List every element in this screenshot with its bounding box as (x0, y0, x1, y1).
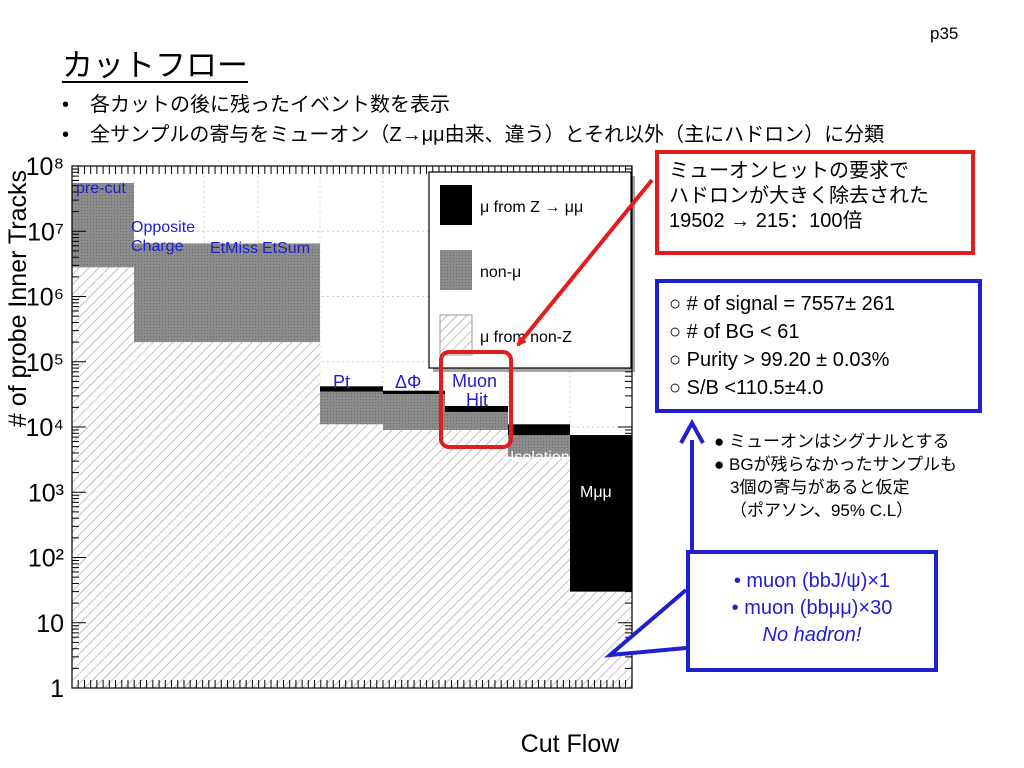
legend-swatch (440, 185, 472, 225)
result-sb: ○ S/B <110.5±4.0 (669, 377, 824, 399)
bullet-text: 全サンプルの寄与をミューオン（Z→μμ由来、違う）とそれ以外（主にハドロン）に分… (90, 124, 885, 146)
y-tick-label: 10² (28, 545, 64, 573)
annotation-layer (439, 178, 705, 658)
bar-segment-gray (508, 435, 570, 457)
bar-segment-gray (134, 243, 204, 343)
y-tick-label: 10⁵ (26, 349, 64, 377)
note-line: ● ミューオンはシグナルとする (714, 432, 950, 451)
y-tick-label: 10⁶ (26, 284, 64, 312)
bar-segment-hatch (383, 429, 445, 688)
y-tick-label: 1 (50, 675, 64, 703)
category-label: ΔΦ (395, 372, 421, 392)
category-label: Pt (333, 372, 350, 392)
legend-swatch (439, 314, 473, 356)
category-label: EtMiss (210, 240, 258, 257)
page-number: p35 (930, 24, 959, 43)
bar-segment-gray (72, 183, 134, 268)
category-label: Hit (466, 390, 488, 410)
y-tick-label: 10⁴ (25, 414, 64, 442)
legend-entry: μ from Z → μμ (480, 199, 583, 216)
results-box: ○ # of signal = 7557± 261 ○ # of BG < 61… (655, 279, 982, 413)
note-line: ● BGが残らなかったサンプルも (714, 455, 958, 474)
blue-arrow-head (679, 418, 705, 444)
hadron-removal-callout: ミューオンヒットの要求で ハドロンが大きく除去された 19502 → 215：1… (655, 150, 975, 255)
plot-area: 1 10 10² 10³ 10⁴ 10⁵ 10⁶ 10⁷ 10⁸ Cut Flow # of pro… (4, 153, 635, 758)
bar-segment-black (570, 435, 632, 592)
category-label: Isolation (510, 449, 570, 466)
callout-line: ハドロンが大きく除去された (669, 185, 929, 207)
category-label: Muon (452, 371, 497, 391)
bullet-marker: • (62, 94, 70, 116)
bar-segment-black (445, 405, 508, 412)
note-line: 3個の寄与があると仮定 (730, 478, 910, 497)
bar-segment-hatch (204, 342, 258, 688)
callout-arrow (516, 178, 654, 347)
y-axis-label: # of probe Inner Tracks (4, 170, 32, 427)
bg-assumption-box: • muon (bbJ/ψ)×1 • muon (bbμμ)×30 No had… (686, 550, 938, 672)
bar-segment-hatch (134, 342, 204, 688)
bar-segment-gray (204, 243, 258, 343)
no-hadron-note: No hadron! (762, 624, 862, 646)
bar-segment-black (383, 390, 445, 395)
category-label: EtSum (262, 240, 310, 257)
bullet-item: • 各カットの後に残ったイベント数を表示 (62, 88, 450, 117)
assumption-pointer (603, 588, 688, 658)
bar-segment-gray (258, 243, 320, 343)
bar-segment-hatch (508, 456, 570, 688)
y-tick-label: 10⁷ (27, 218, 64, 246)
bar-segment-hatch (320, 424, 383, 688)
category-label: Opposite (131, 219, 195, 236)
result-bg: ○ # of BG < 61 (669, 321, 800, 343)
legend-entry: non-μ (480, 264, 521, 281)
bullet-marker: • (62, 124, 70, 146)
x-axis-label: Cut Flow (521, 730, 621, 758)
bullet-item: • 全サンプルの寄与をミューオン（Z→μμ由来、違う）とそれ以外（主にハドロン）に… (62, 118, 884, 147)
bar-segment-gray (320, 391, 383, 425)
assumption-line: • muon (bbμμ)×30 (731, 597, 893, 619)
bullet-text: 各カットの後に残ったイベント数を表示 (90, 94, 450, 116)
assumption-notes: ● ミューオンはシグナルとする ● BGが残らなかったサンプルも 3個の寄与があ… (714, 430, 957, 522)
callout-line: 19502 → 215：100倍 (669, 210, 863, 232)
assumption-line: • muon (bbJ/ψ)×1 (733, 570, 891, 592)
result-purity: ○ Purity > 99.20 ± 0.03% (669, 349, 890, 371)
bar-segment-hatch (72, 267, 134, 688)
note-line: （ポアソン、95% C.L） (730, 501, 914, 520)
bar-segment-hatch (445, 429, 508, 688)
legend-swatch (440, 250, 472, 290)
bar-segment-black (320, 386, 383, 392)
callout-line: ミューオンヒットの要求で (669, 160, 909, 182)
category-label: Charge (131, 238, 184, 255)
y-tick-label: 10 (36, 610, 64, 638)
result-signal: ○ # of signal = 7557± 261 (669, 293, 895, 315)
y-tick-label: 10³ (28, 479, 64, 507)
category-label: Mμμ (580, 484, 612, 501)
bar-segment-hatch (258, 342, 320, 688)
slide-title: カットフロー (62, 48, 248, 83)
bar-segment-gray (383, 394, 445, 430)
muon-hit-highlight (439, 350, 513, 449)
bar-segment-gray (445, 411, 508, 430)
category-label: pre-cut (76, 180, 126, 197)
bar-segment-black (508, 424, 570, 436)
bar-segment-hatch (570, 591, 632, 688)
y-tick-label: 10⁸ (26, 153, 64, 181)
